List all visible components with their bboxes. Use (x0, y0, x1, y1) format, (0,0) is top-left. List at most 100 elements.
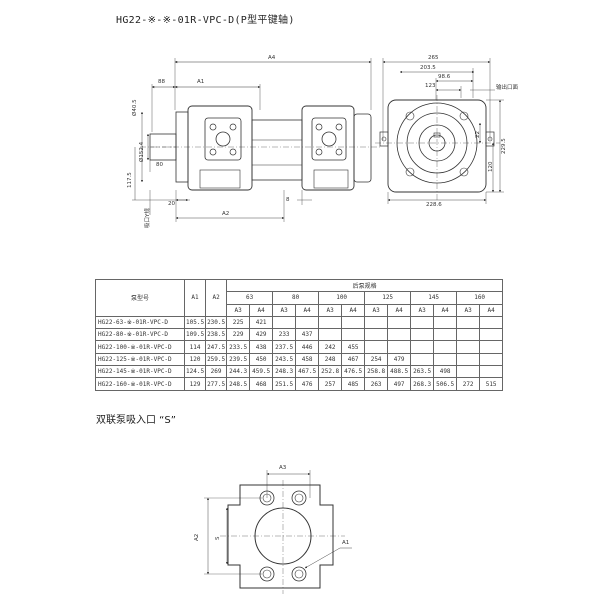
sub-a3: A3 (456, 303, 481, 317)
table-cell-model: HG22-125-※-01R-VPC-D (95, 352, 185, 367)
rear-size: 145 (410, 291, 458, 305)
table-cell: 515 (479, 377, 504, 391)
table-cell (387, 328, 412, 342)
table-cell: 257 (318, 377, 343, 391)
dim-a1-port: A1 (342, 540, 350, 546)
dim-123: 123 (425, 83, 436, 89)
table-cell: 438 (249, 340, 274, 354)
dim-diameter-40-5: Ø40.5 (132, 99, 138, 116)
table-cell: 467 (341, 352, 366, 367)
table-cell (364, 340, 389, 354)
table-cell-a1: 105.5 (183, 315, 207, 330)
table-cell: 455 (341, 340, 366, 354)
dim-120: 120 (488, 161, 494, 173)
table-cell (456, 328, 481, 342)
dim-a3-port: A3 (279, 465, 287, 471)
table-cell: 229 (226, 328, 251, 342)
dim-117-5: 117.5 (127, 172, 133, 188)
table-cell: 243.5 (272, 352, 297, 367)
spec-table: 泵型号 A1 A2 后泵规格 63 80 100 125 145 160 A3 … (95, 278, 504, 391)
table-cell: 498 (433, 365, 458, 379)
page-title: HG22-※-※-01R-VPC-D(P型平键轴) (116, 15, 295, 26)
table-cell: 485 (341, 377, 366, 391)
table-cell (479, 365, 504, 379)
table-cell: 506.5 (433, 377, 458, 391)
table-cell (456, 340, 481, 354)
sub-a3: A3 (364, 303, 389, 317)
rear-size: 125 (364, 291, 412, 305)
dim-20: 20 (168, 201, 175, 207)
table-cell-model: HG22-63-※-01R-VPC-D (95, 315, 185, 330)
table-cell: 248.3 (272, 365, 297, 379)
table-cell-model: HG22-145-※-01R-VPC-D (95, 365, 185, 379)
table-cell: 446 (295, 340, 320, 354)
table-cell-a1: 109.5 (183, 328, 207, 342)
table-cell: 248 (318, 352, 343, 367)
table-header-row: 泵型号 A1 A2 后泵规格 (95, 278, 504, 317)
table-cell (410, 352, 435, 367)
rear-size: 63 (226, 291, 274, 305)
dim-265: 265 (428, 55, 439, 61)
table-cell-a2: 277.5 (205, 377, 228, 391)
table-cell (364, 328, 389, 342)
sub-a4: A4 (295, 303, 320, 317)
table-cell: 237.5 (272, 340, 297, 354)
table-cell: 252.8 (318, 365, 343, 379)
dim-80: 80 (156, 162, 163, 168)
table-cell: 268.3 (410, 377, 435, 391)
dim-88: 88 (158, 79, 165, 85)
table-cell-model: HG22-80-※-01R-VPC-D (95, 328, 185, 342)
sub-a3: A3 (410, 303, 435, 317)
table-cell: 476.5 (341, 365, 366, 379)
header-model: 泵型号 (95, 279, 185, 317)
table-cell (387, 315, 412, 330)
table-cell (318, 315, 343, 330)
table-cell: 258.8 (364, 365, 389, 379)
table-cell (272, 315, 297, 330)
table-cell (295, 315, 320, 330)
table-cell-model: HG22-100-※-01R-VPC-D (95, 340, 185, 354)
table-cell: 467.5 (295, 365, 320, 379)
table-cell (433, 352, 458, 367)
table-cell: 437 (295, 328, 320, 342)
rear-size: 100 (318, 291, 366, 305)
table-cell: 272 (456, 377, 481, 391)
table-cell (433, 340, 458, 354)
table-cell-a2: 238.5 (205, 328, 228, 342)
outlet-face-label: 输出口面 (496, 85, 519, 91)
table-cell: 488.5 (387, 365, 412, 379)
table-cell: 233.5 (226, 340, 251, 354)
table-cell (387, 340, 412, 354)
table-cell (410, 328, 435, 342)
table-cell: 429 (249, 328, 274, 342)
table-cell (364, 315, 389, 330)
header-a2: A2 (205, 279, 228, 317)
table-cell: 468 (249, 377, 274, 391)
dim-a2-port: A2 (194, 533, 200, 541)
table-cell-model: HG22-160-※-01R-VPC-D (95, 377, 185, 391)
table-cell: 225 (226, 315, 251, 330)
dim-22: 22 (475, 131, 481, 138)
table-cell-a2: 259.5 (205, 352, 228, 367)
table-cell-a2: 247.5 (205, 340, 228, 354)
table-cell: 459.5 (249, 365, 274, 379)
dim-228-6: 228.6 (426, 202, 442, 208)
table-cell-a2: 230.5 (205, 315, 228, 330)
dim-203-5: 203.5 (420, 65, 436, 71)
dim-diameter-152-4: Ø152.4 (139, 141, 145, 162)
table-cell: 458 (295, 352, 320, 367)
suction-port-label: 吸口Y规 (145, 208, 151, 228)
table-cell-a1: 124.5 (183, 365, 207, 379)
sub-a4: A4 (387, 303, 412, 317)
table-cell (318, 328, 343, 342)
sub-a3: A3 (272, 303, 297, 317)
table-cell: 450 (249, 352, 274, 367)
table-cell (456, 315, 481, 330)
table-cell: 263 (364, 377, 389, 391)
table-cell: 254 (364, 352, 389, 367)
table-cell (479, 352, 504, 367)
